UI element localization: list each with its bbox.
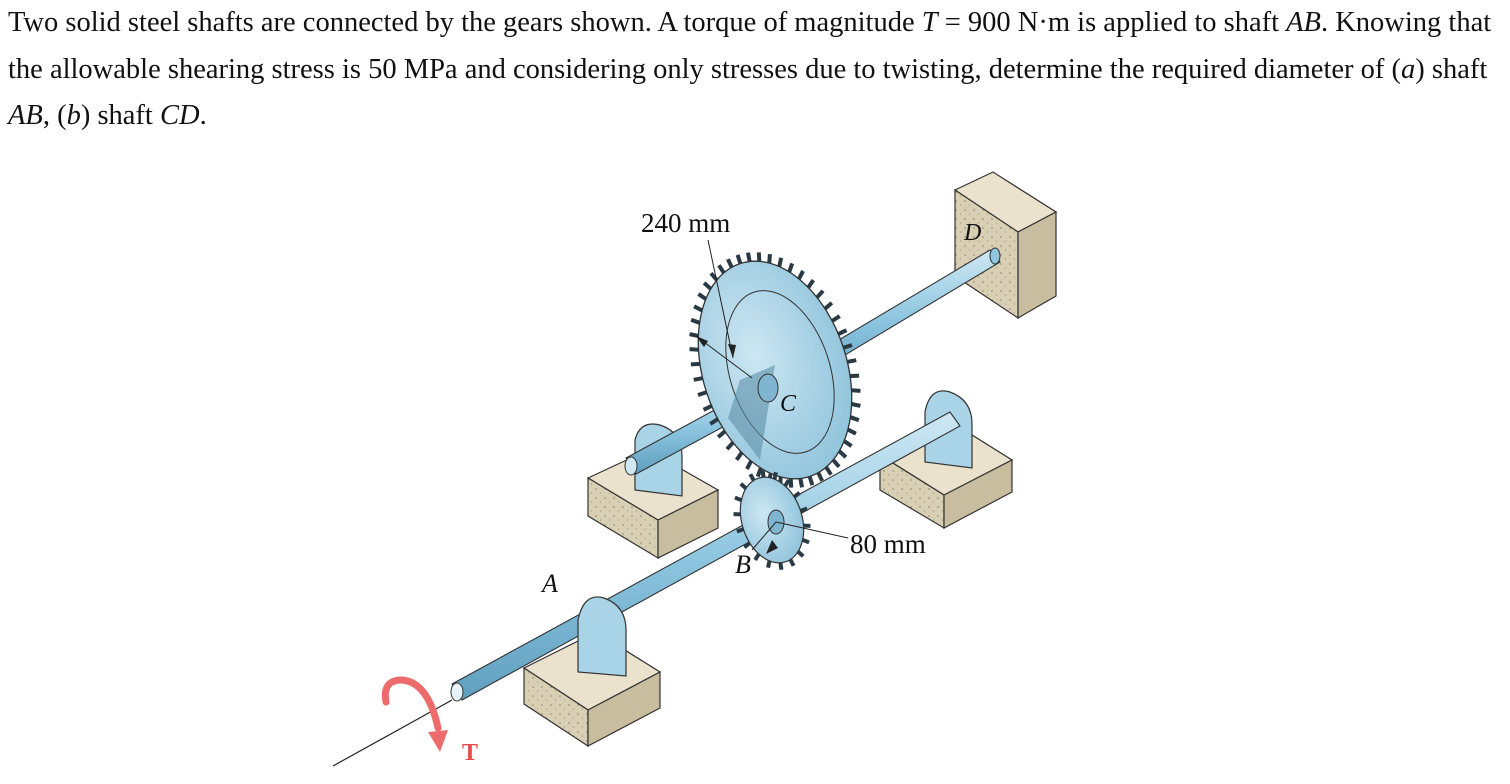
gear-tooth: [702, 281, 713, 291]
gear-tooth: [798, 478, 804, 488]
gear-tooth: [837, 449, 848, 459]
dimension-240: [695, 239, 753, 379]
gear-tooth: [851, 402, 861, 408]
gear-tooth: [739, 482, 748, 490]
support-block-a: [522, 596, 662, 748]
gear-b: [733, 469, 811, 571]
gear-tooth: [716, 429, 727, 439]
gear-tooth: [745, 460, 753, 470]
gear-tooth: [697, 390, 708, 397]
torque-arrow: [381, 676, 448, 752]
label-a: A: [540, 569, 558, 598]
gear-tooth: [735, 254, 743, 265]
gear-tooth: [755, 467, 763, 478]
gear-tooth: [843, 439, 853, 448]
support-block-d: [953, 171, 1058, 320]
label-c: C: [780, 391, 797, 417]
problem-statement: Two solid steel shafts are connected by …: [8, 0, 1503, 140]
gear-tooth: [767, 253, 772, 264]
gear-tooth: [726, 258, 734, 269]
gear-tooth: [766, 560, 772, 569]
gear-tooth: [690, 317, 701, 325]
gear-tooth: [847, 358, 857, 364]
problem-text: Two solid steel shafts are connected by …: [8, 0, 1503, 140]
label-t: T: [462, 740, 478, 766]
shaft-ab-ref-2: AB: [8, 100, 43, 131]
gear-tooth: [831, 458, 841, 469]
gear-tooth: [734, 451, 744, 462]
gear-tooth: [851, 388, 861, 393]
gear-shaft-figure: 240 mm 80 mm A B C D T: [332, 171, 1058, 767]
gear-tooth: [734, 495, 743, 503]
label-d: D: [963, 220, 981, 246]
gear-tooth: [693, 376, 703, 382]
gear-tooth: [697, 292, 707, 301]
gear-tooth: [788, 558, 796, 567]
part-b-ref: b: [66, 100, 81, 131]
dim-label-80: 80 mm: [850, 529, 926, 559]
dim-label-240: 240 mm: [641, 208, 730, 238]
gear-tooth: [816, 471, 824, 482]
gear-tooth: [807, 475, 815, 486]
gear-tooth: [796, 550, 805, 558]
gear-tooth: [746, 252, 752, 262]
gear-tooth: [777, 257, 784, 268]
gear-tooth: [831, 314, 841, 323]
gear-tooth: [783, 479, 791, 488]
torque-symbol: T: [921, 7, 938, 38]
gear-tooth: [753, 552, 761, 561]
label-b: B: [735, 550, 751, 579]
gear-tooth: [702, 404, 713, 412]
gear-tooth: [760, 469, 766, 478]
shaft-cd-ref: CD: [159, 100, 200, 131]
gear-tooth: [815, 289, 825, 299]
gear-tooth: [792, 491, 801, 499]
problem-text-3: . Knowing that the allowable shearing st…: [8, 7, 1492, 85]
part-a-ref: a: [1401, 53, 1416, 85]
gear-tooth: [824, 466, 833, 476]
gear-tooth: [842, 343, 853, 350]
problem-text-7: .: [199, 100, 207, 131]
gear-tooth: [846, 427, 857, 436]
gear-tooth: [693, 304, 704, 313]
gear-tooth: [797, 270, 805, 280]
gear-tooth: [787, 262, 795, 273]
gear-tooth: [772, 471, 778, 480]
gear-tooth: [849, 415, 860, 423]
problem-text-2: = 900 N·m is applied to shaft: [937, 7, 1287, 38]
gear-tooth: [799, 506, 808, 513]
gear-tooth: [823, 301, 834, 311]
gear-tooth: [689, 347, 699, 352]
gear-tooth: [709, 417, 719, 426]
problem-text-5: , (: [42, 100, 67, 131]
gear-tooth: [717, 264, 726, 274]
problem-text-4: ) shaft: [1415, 53, 1488, 85]
gear-tooth: [748, 473, 756, 482]
problem-text-6: ) shaft: [80, 100, 160, 131]
gear-tooth: [736, 527, 745, 534]
dimension-80: [751, 521, 849, 554]
gear-tooth: [801, 537, 810, 545]
gear-tooth: [725, 441, 735, 451]
shaft-ab-ref-1: AB: [1286, 7, 1321, 38]
gear-tooth: [806, 278, 816, 289]
gear-tooth: [778, 562, 784, 571]
gear-tooth: [837, 328, 848, 336]
problem-text-1: Two solid steel shafts are connected by …: [8, 7, 922, 38]
gear-c: [689, 252, 861, 488]
gear-tooth: [743, 541, 752, 549]
gear-tooth: [689, 332, 699, 338]
